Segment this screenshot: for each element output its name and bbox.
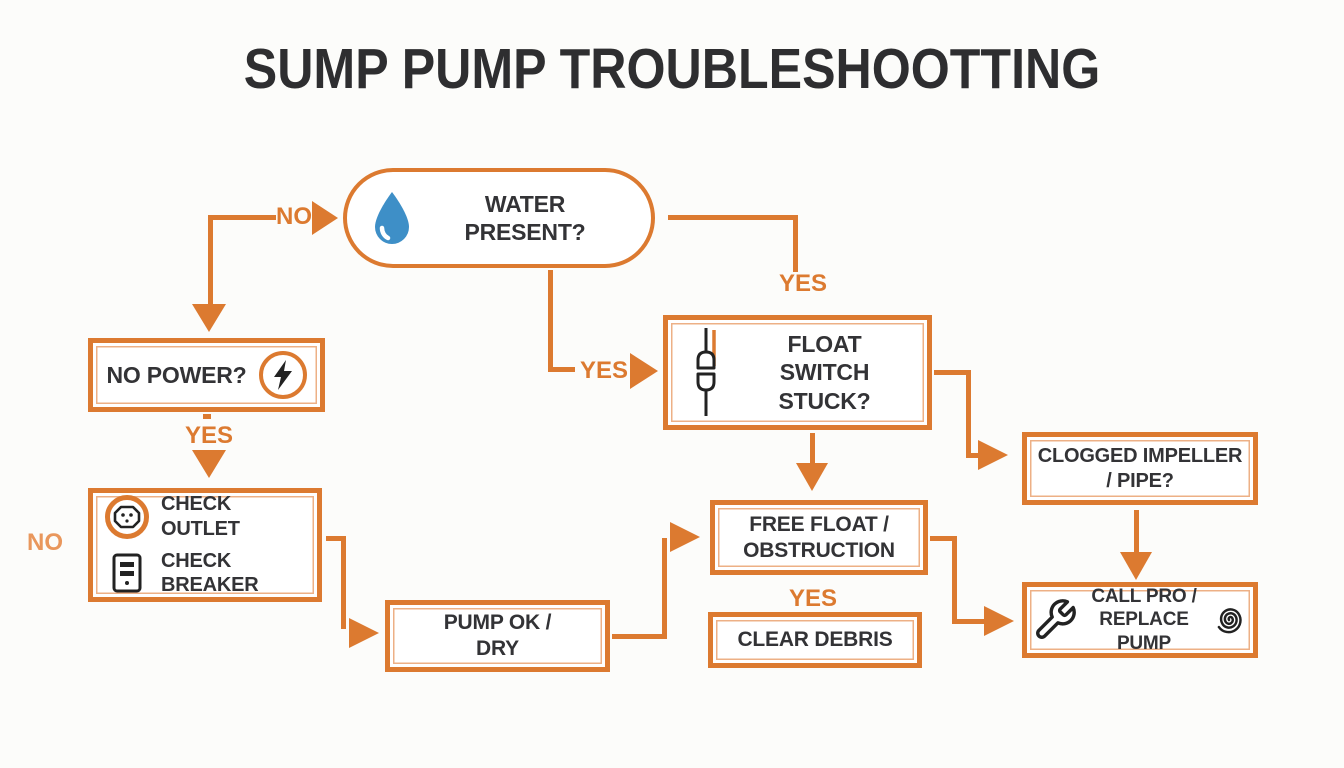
tick-above-yes — [203, 414, 211, 419]
edge-label-yes-branch: YES — [779, 270, 828, 297]
connector-pill-bottom-horizontal — [548, 367, 575, 372]
float-switch-icon — [686, 324, 730, 422]
spiral-icon — [1210, 601, 1248, 639]
node-label: CLOGGED IMPELLER / PIPE? — [1037, 445, 1243, 492]
node-label: NO POWER? — [106, 361, 247, 388]
connector-pump-out-vertical — [662, 538, 667, 638]
connector-clogged-down-vertical — [1134, 510, 1139, 556]
connector-pill-right-horizontal — [668, 215, 798, 220]
connector-float-switch-out-vertical — [966, 370, 971, 458]
node-check-power: CHECK OUTLET CHECK BREAKER — [88, 488, 322, 602]
node-label: CALL PRO / REPLACE PUMP — [1091, 586, 1197, 654]
arrowhead-right-to-call-pro — [984, 606, 1014, 636]
edge-label-yes-mid: YES — [580, 357, 629, 384]
node-water-present: WATER PRESENT? — [343, 168, 655, 268]
arrowhead-right-to-clogged — [978, 440, 1008, 470]
breaker-panel-icon — [105, 553, 149, 593]
connector-check-out-horizontal — [326, 536, 346, 541]
connector-check-out-vertical — [341, 536, 346, 629]
page-title: SUMP PUMP TROUBLESHOOTTING — [243, 37, 1101, 101]
node-label: FREE FLOAT / OBSTRUCTION — [743, 512, 895, 562]
water-drop-icon — [371, 190, 413, 246]
node-float-switch: FLOAT SWITCH STUCK? — [663, 315, 932, 430]
connector-free-float-out-horizontal — [930, 536, 957, 541]
connector-no-horizontal — [208, 215, 276, 220]
edge-label-no-top: NO — [276, 203, 312, 230]
node-label: FLOAT SWITCH STUCK? — [778, 331, 871, 414]
connector-no-vertical — [208, 218, 213, 306]
connector-float-switch-out-horizontal2 — [966, 453, 978, 458]
wrench-icon — [1032, 597, 1078, 643]
arrowhead-down-to-call-pro — [1120, 552, 1152, 580]
arrowhead-right-to-free-float — [670, 522, 700, 552]
node-pump-ok: PUMP OK / DRY — [385, 600, 610, 672]
connector-free-float-out-vertical — [952, 536, 957, 624]
arrowhead-down-to-check — [192, 450, 226, 478]
edge-label-yes-power: YES — [185, 422, 234, 449]
lightning-bolt-icon — [258, 351, 307, 399]
arrowhead-down-to-free-float — [796, 463, 828, 491]
connector-float-switch-down-vertical — [810, 433, 815, 465]
node-label: CLEAR DEBRIS — [737, 628, 893, 652]
connector-pump-out-horizontal — [612, 634, 667, 639]
check-breaker-row: CHECK BREAKER — [103, 545, 307, 602]
node-call-pro: CALL PRO / REPLACE PUMP — [1022, 582, 1258, 658]
arrowhead-right-to-pump-ok — [349, 618, 379, 648]
node-clear-debris: CLEAR DEBRIS — [708, 612, 922, 668]
check-outlet-row: CHECK OUTLET — [103, 488, 307, 545]
edge-label-yes-clear: YES — [789, 585, 838, 612]
node-no-power: NO POWER? — [88, 338, 325, 412]
arrowhead-down-to-no-power — [192, 304, 226, 332]
node-clogged-impeller: CLOGGED IMPELLER / PIPE? — [1022, 432, 1258, 505]
connector-float-switch-out-horizontal — [934, 370, 971, 375]
node-free-float: FREE FLOAT / OBSTRUCTION — [710, 500, 928, 575]
connector-pill-bottom-vertical — [548, 270, 553, 372]
connector-free-float-out-horizontal2 — [952, 619, 984, 624]
check-breaker-label: CHECK BREAKER — [161, 550, 259, 597]
connector-pill-right-vertical — [793, 215, 798, 272]
check-outlet-label: CHECK OUTLET — [161, 493, 240, 540]
arrowhead-right-to-float-switch — [630, 353, 658, 389]
edge-label-no-left: NO — [27, 529, 63, 556]
power-outlet-icon — [105, 494, 149, 539]
node-label: WATER PRESENT? — [464, 190, 586, 245]
arrowhead-right-to-water-present — [312, 201, 338, 235]
call-pro-row: CALL PRO / REPLACE PUMP — [1027, 585, 1253, 655]
node-label: PUMP OK / DRY — [443, 611, 552, 660]
